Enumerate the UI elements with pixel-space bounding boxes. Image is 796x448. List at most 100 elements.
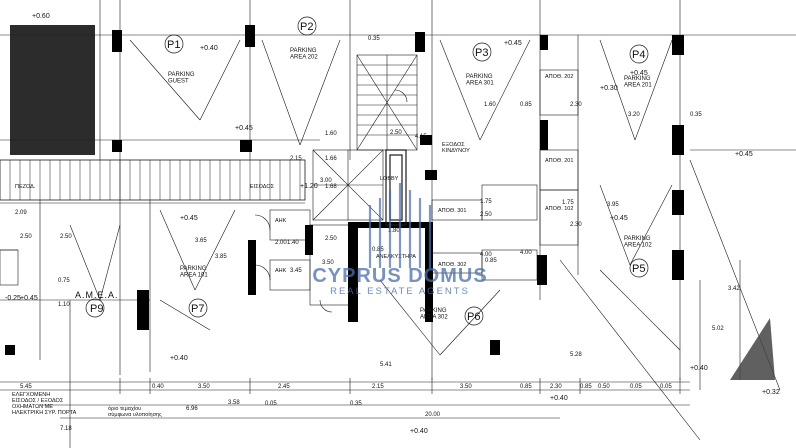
parking-marker-p3 <box>472 42 492 62</box>
dim-misc-26: 5.41 <box>380 362 392 368</box>
dim-bottom-3: 2.45 <box>278 384 290 390</box>
dim-bottom-6: 0.85 <box>520 384 532 390</box>
parking-area-p9: A.M.E.A. <box>75 290 119 300</box>
dim-bottom-4: 2.15 <box>372 384 384 390</box>
dim-misc-43: 2.50 <box>390 130 402 136</box>
dim-bottom-9: 0.50 <box>598 384 610 390</box>
level-mark-1: +0.40 <box>170 355 188 362</box>
dim-misc-15: 1.40 <box>287 240 299 246</box>
dim-misc-4: 1.60 <box>325 131 337 137</box>
level-mark-7: +0.45 <box>20 295 38 302</box>
parking-level-p1: +0.40 <box>200 45 218 52</box>
parking-code-p1: P1 <box>167 39 180 51</box>
ramp-hatch <box>9 160 301 200</box>
dim-misc-29: 7.18 <box>60 426 72 432</box>
lobby-label: LOBBY <box>380 176 399 182</box>
level-mark-5: +0.30 <box>600 85 618 92</box>
dimension-ticks <box>119 378 681 394</box>
dim-misc-40: 2.50 <box>325 236 337 242</box>
dim-misc-21: 1.10 <box>58 302 70 308</box>
structural-columns <box>5 25 684 355</box>
watermark-subtitle: REAL ESTATE AGENTS <box>330 286 470 297</box>
dim-bottom-5: 3.50 <box>460 384 472 390</box>
storage-label-3: ΑΠΟΘ. 301 <box>438 208 466 214</box>
aik-label-1: ΑΗΚ <box>275 268 287 274</box>
dim-misc-6: 0.85 <box>520 102 532 108</box>
level-mark-3: +0.45 <box>610 215 628 222</box>
dim-misc-32: 4.00 <box>480 252 492 258</box>
parking-level-p4: +0.45 <box>630 70 648 77</box>
watermark-logo-icon <box>368 183 432 268</box>
dim-misc-10: 0.35 <box>690 112 702 118</box>
entry-label: ΕΙΣΟΔΟΣ <box>250 184 275 190</box>
dim-misc-35: 0.85 <box>372 247 384 253</box>
dim-misc-39: 1.68 <box>325 184 337 190</box>
parking-marker-p7 <box>188 298 208 318</box>
parking-marker-p5 <box>629 258 649 278</box>
dim-misc-1: 0.35 <box>350 401 362 407</box>
dim-bottom-8: 0.85 <box>580 384 592 390</box>
storage-label-2: ΑΠΟΘ. 102 <box>545 206 573 212</box>
dim-misc-2: 0.05 <box>265 401 277 407</box>
parking-marker-p4 <box>629 44 649 64</box>
lift-outline <box>385 149 407 226</box>
parking-marker-p2 <box>297 16 317 36</box>
dim-misc-27: 6.96 <box>186 406 198 412</box>
level-mark-8: +0.40 <box>690 365 708 372</box>
level-mark-12: -0.25 <box>5 295 21 302</box>
level-mark-13: +1.20 <box>300 183 318 190</box>
dim-bottom-7: 2.30 <box>550 384 562 390</box>
dim-misc-25: 5.28 <box>570 352 582 358</box>
parking-code-p3: P3 <box>475 47 488 59</box>
level-mark-10: +0.40 <box>410 428 428 435</box>
elevator-label: ΑΝΕΛΚΥΣΤΗΡΑ <box>376 254 416 260</box>
dim-misc-11: 3.95 <box>607 202 619 208</box>
dim-misc-0: 0.35 <box>368 36 380 42</box>
dim-misc-17: 3.85 <box>215 254 227 260</box>
dim-misc-37: 2.50 <box>480 212 492 218</box>
dim-misc-31: 1.75 <box>480 199 492 205</box>
parking-level-p3: +0.45 <box>504 40 522 47</box>
dim-misc-22: 2.09 <box>15 210 27 216</box>
dim-misc-34: 0.85 <box>485 258 497 264</box>
parking-code-p4: P4 <box>632 49 645 61</box>
dim-misc-13: 3.65 <box>195 238 207 244</box>
dim-misc-33: 4.00 <box>520 250 532 256</box>
dim-misc-30: 1.75 <box>562 200 574 206</box>
dim-misc-19: 2.50 <box>20 234 32 240</box>
dim-misc-8: 2.15 <box>290 156 302 162</box>
parking-marker-p9 <box>85 298 105 318</box>
dim-misc-42: 3.00 <box>320 178 332 184</box>
level-mark-9: +0.40 <box>550 395 568 402</box>
storage-label-4: ΑΠΟΘ. 302 <box>438 262 466 268</box>
level-mark-11: +0.32 <box>762 389 780 396</box>
dim-bottom-1: 0.40 <box>152 384 164 390</box>
dim-misc-20: 0.75 <box>58 278 70 284</box>
pedestrian-label: ΠΕΖΟΔ. <box>15 184 36 190</box>
dim-bottom-10: 0.05 <box>630 384 642 390</box>
level-mark-6: +0.45 <box>180 215 198 222</box>
level-mark-2: +0.45 <box>235 125 253 132</box>
level-mark-0: +0.60 <box>32 13 50 20</box>
watermark-title: CYPRUS DOMUS <box>312 265 487 287</box>
dim-misc-9: 3.20 <box>628 112 640 118</box>
watermark: CYPRUS DOMUS REAL ESTATE AGENTS <box>312 183 487 297</box>
dim-misc-24: 5.02 <box>712 326 724 332</box>
dim-misc-36: 1.80 <box>388 228 400 234</box>
parking-code-p6: P6 <box>467 311 480 323</box>
level-mark-4: +0.45 <box>735 151 753 158</box>
parking-code-p7: P7 <box>191 303 204 315</box>
parking-code-p2: P2 <box>300 21 313 33</box>
dim-misc-12: 2.30 <box>570 222 582 228</box>
dim-bottom-2: 3.50 <box>198 384 210 390</box>
dim-total: 20.00 <box>425 412 441 418</box>
parking-code-p9: P9 <box>90 303 103 315</box>
